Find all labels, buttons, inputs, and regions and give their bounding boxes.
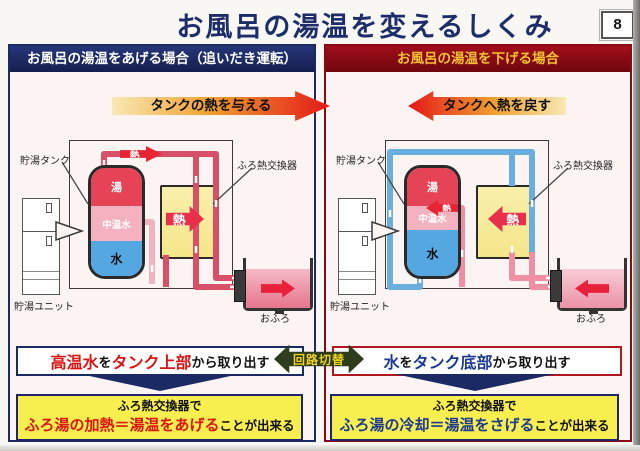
cabinet-handle [362,236,368,246]
panel-left-header: お風呂の湯温をあげる場合（追いだき運転） [10,46,314,72]
left-down-arrow [80,374,240,391]
panel-right-header: お風呂の湯温を下げる場合 [326,46,630,72]
result-emphasis: ふろ湯の冷却＝湯温をさげる [339,417,535,434]
cabinet-divider [23,231,59,232]
right-exchanger-label: ふろ熱交換器 [553,161,613,172]
left-bathtub [243,258,313,314]
right-bathtub [557,258,627,314]
right-storage-tank: 湯 中温水 水 [404,165,461,279]
cabinet-handle [46,236,52,246]
cabinet-vent-line [23,279,59,280]
left-exchanger-label: ふろ熱交換器 [237,161,297,172]
cabinet-vent-line [339,279,375,280]
circuit-switch-badge: 回路切替 [274,344,364,374]
page-title: お風呂の湯温を変えるしくみ [176,12,554,42]
scan-edge-bottom [0,445,640,451]
statement-emphasis: 高温水 [50,355,99,372]
right-down-arrow [395,374,555,391]
left-storage-unit-cabinet [22,198,60,295]
result-line1: ふろ熱交換器で [117,399,202,413]
bath-flow-arrow-right [261,279,295,298]
left-tank-label: 貯湯タンク [20,156,70,167]
result-line1: ふろ熱交換器で [432,399,517,413]
cabinet-divider [339,231,375,232]
bath-water [246,269,310,308]
left-result-box: ふろ熱交換器で ふろ湯の加熱＝湯温をあげることが出来る [16,394,303,441]
left-statement-box: 高温水をタンク上部から取り出す [16,346,304,376]
tank-cold-water-section: 水 [407,230,458,276]
statement-emphasis: タンク底部 [412,355,493,372]
statement-emphasis: タンク上部 [111,355,192,372]
tank-cold-water-section: 水 [91,241,142,276]
left-bath-label: おふろ [260,314,290,325]
tank-hot-water-section: 湯 [407,168,458,206]
cabinet-handle [362,203,368,213]
left-unit-label: 貯湯ユニット [14,302,74,313]
right-bath-adapter [550,270,562,302]
tank-mid-water-section: 中温水 [91,206,142,241]
right-storage-unit-cabinet [338,198,376,295]
right-unit-label: 貯湯ユニット [330,302,390,313]
bath-water [560,269,624,308]
scan-edge-right [633,0,640,451]
cabinet-vent-line [23,271,59,272]
cabinet-vent-line [339,271,375,272]
left-storage-tank: 湯 中温水 水 [88,165,145,279]
cabinet-handle [46,203,52,213]
right-tank-label: 貯湯タンク [336,156,386,167]
right-statement-box: 水をタンク底部から取り出す [332,346,622,376]
statement-emphasis: 水 [383,355,400,372]
page-number-box: 8 [599,9,636,41]
bath-flow-arrow-left [575,279,609,298]
right-result-box: ふろ熱交換器で ふろ湯の冷却＝湯温をさげることが出来る [330,394,619,441]
result-emphasis: ふろ湯の加熱＝湯温をあげる [24,417,220,434]
right-bath-label: おふろ [576,314,606,325]
left-bath-adapter [234,270,246,302]
tank-hot-water-section: 湯 [91,168,142,206]
